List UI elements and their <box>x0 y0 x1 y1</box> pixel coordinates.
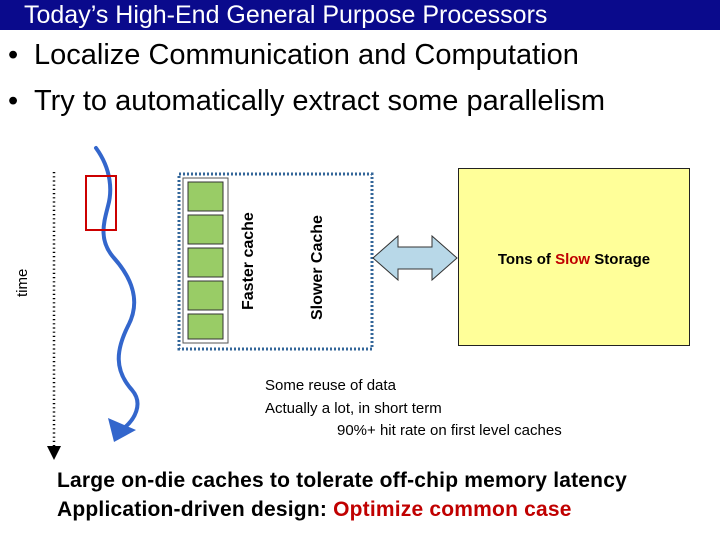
cache-block <box>187 313 224 340</box>
bullet-text-1: Localize Communication and Computation <box>34 39 579 71</box>
locality-highlight-box <box>85 175 117 231</box>
storage-label: Tons of Slow Storage <box>459 251 689 268</box>
access-trace-arrowhead <box>108 418 136 442</box>
bullet-text-2: Try to automatically extract some parall… <box>34 85 606 117</box>
cache-block <box>187 247 224 278</box>
bottom-line-design-prefix: Application-driven design: <box>57 498 334 521</box>
time-axis-arrowhead <box>47 446 61 460</box>
reuse-note-1: Some reuse of data <box>265 377 396 394</box>
bullet-dot: • <box>8 85 19 117</box>
bullet-localize: • Localize Communication and Computation <box>8 38 579 72</box>
faster-cache-box <box>182 177 229 344</box>
storage-label-suffix: Storage <box>590 251 651 268</box>
slower-cache-box <box>177 172 374 351</box>
storage-label-slow: Slow <box>555 251 591 268</box>
cache-block <box>187 214 224 245</box>
title-bar: Today’s High-End General Purpose Process… <box>0 0 720 30</box>
bottom-line-caches: Large on-die caches to tolerate off-chip… <box>57 469 627 492</box>
access-trace-line <box>94 146 140 430</box>
bottom-line-design: Application-driven design: Optimize comm… <box>57 498 572 522</box>
slower-cache-label: Slower Cache <box>309 215 326 320</box>
cache-storage-double-arrow <box>372 234 458 282</box>
bullet-parallelism: • Try to automatically extract some paral… <box>8 84 605 118</box>
slide-title: Today’s High-End General Purpose Process… <box>24 1 548 29</box>
storage-label-prefix: Tons of <box>497 251 556 268</box>
cache-block <box>187 280 224 311</box>
time-axis-label: time <box>14 268 31 297</box>
slow-storage-box: Tons of Slow Storage <box>458 168 690 346</box>
reuse-note-3: 90%+ hit rate on first level caches <box>337 422 562 439</box>
cache-block <box>187 181 224 212</box>
reuse-note-2: Actually a lot, in short term <box>265 400 442 417</box>
faster-cache-label: Faster cache <box>240 212 257 310</box>
bullet-dot: • <box>8 39 19 71</box>
bottom-line-design-accent: Optimize common case <box>333 498 572 521</box>
